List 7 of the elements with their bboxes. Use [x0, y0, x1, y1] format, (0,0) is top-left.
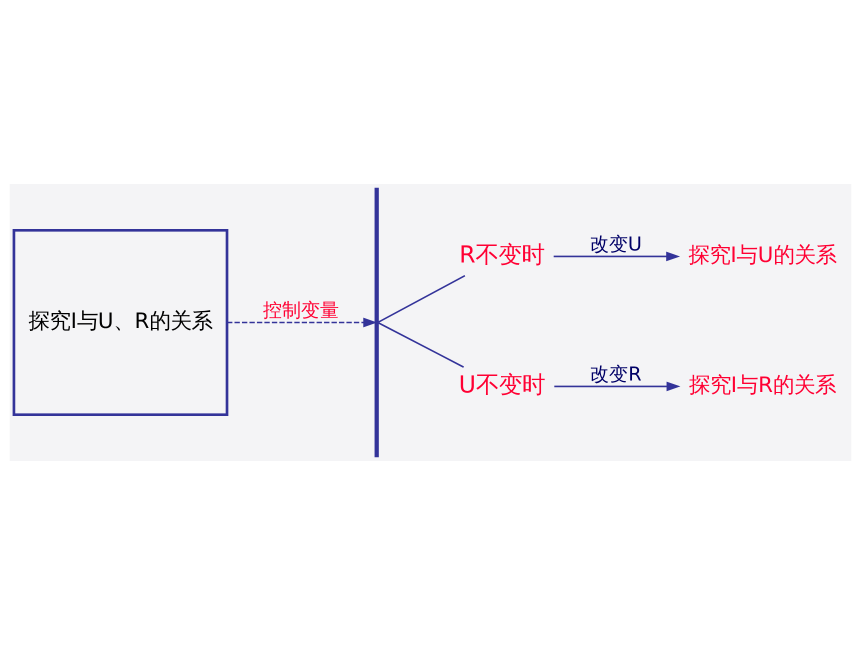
- node-text: 探究I与U的关系: [688, 242, 836, 268]
- node-text: R不变时: [458, 240, 544, 268]
- edge-label: 改变R: [590, 362, 642, 386]
- edge-label: 控制变量: [262, 298, 339, 322]
- edge-label: 改变U: [589, 232, 642, 256]
- node-text: U不变时: [458, 370, 544, 398]
- node-text: 探究I与R的关系: [688, 372, 836, 398]
